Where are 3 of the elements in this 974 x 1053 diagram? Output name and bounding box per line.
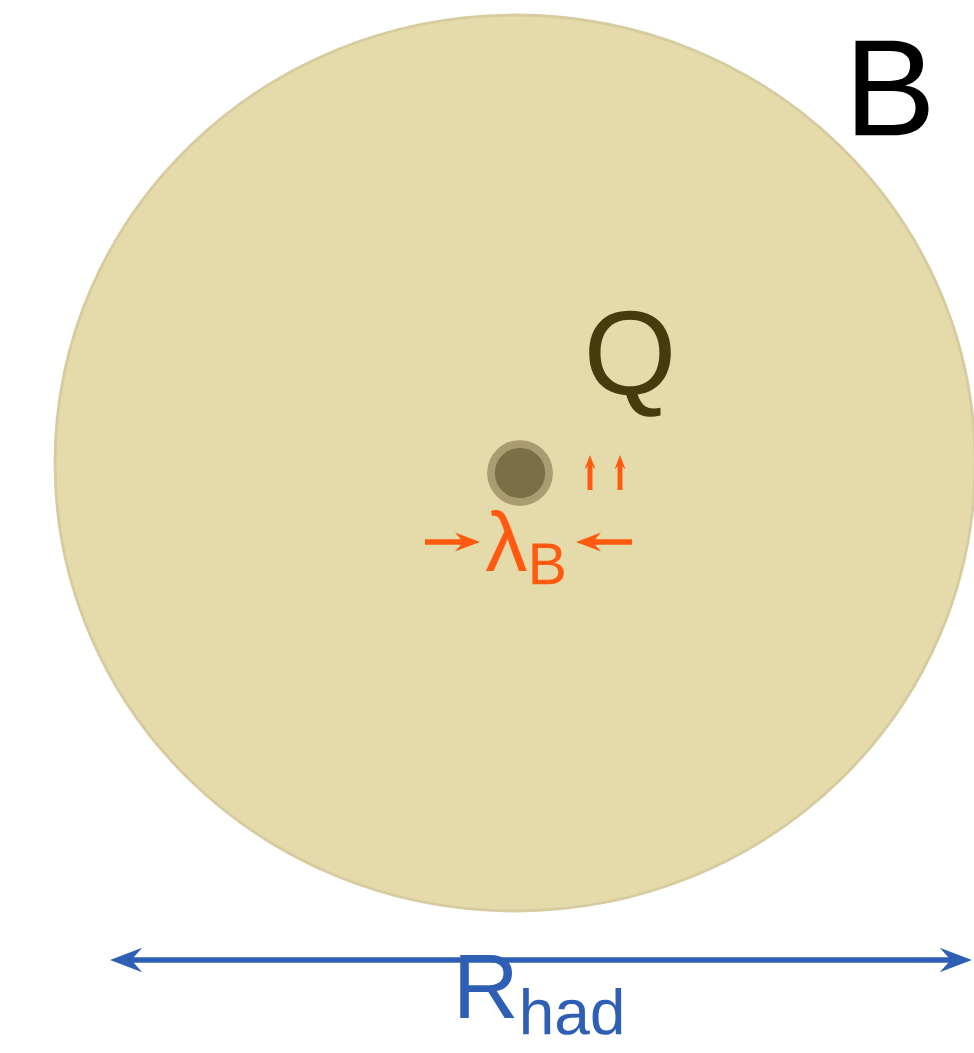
heavy-quark-dot bbox=[487, 440, 553, 506]
wavelength-label: λ$_{B}$ bbox=[485, 509, 564, 585]
panel-letter: B bbox=[855, 40, 929, 136]
